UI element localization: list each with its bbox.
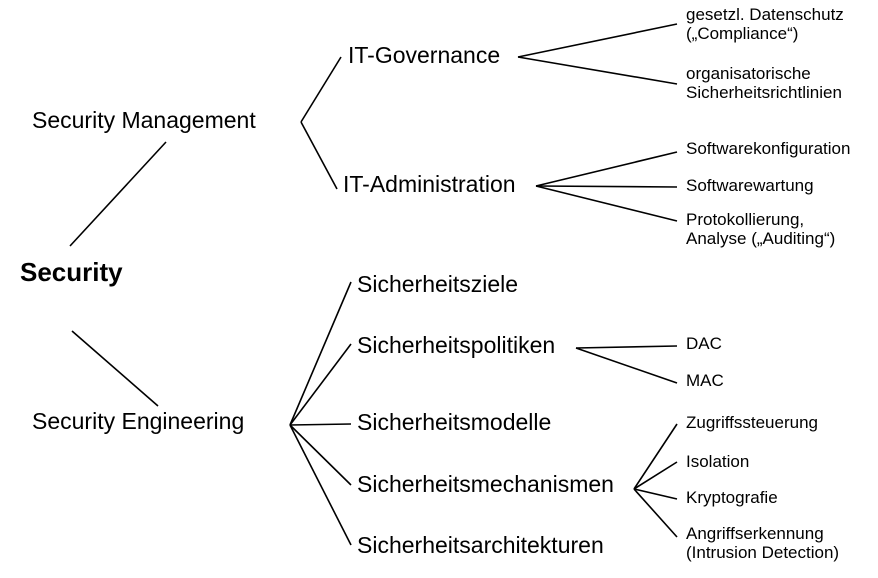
leaf-node-dac: DAC — [686, 334, 722, 353]
leaf-node-softwarekonfiguration: Softwarekonfiguration — [686, 139, 851, 158]
level2-node-it-governance: IT-Governance — [348, 42, 501, 68]
edge-sp-hub-to-dac — [575, 345, 678, 349]
leaf-node-mac: MAC — [686, 371, 724, 390]
leaf-node-angriffserkennung: Angriffserkennung(Intrusion Detection) — [686, 524, 839, 562]
leaf-node-protokollierung-analyse-line-1: Protokollierung, — [686, 210, 805, 229]
edge-sme-hub-to-angriffserkennung — [633, 488, 678, 538]
edge-se-hub-to-sicherheitsarchitekturen — [289, 424, 352, 546]
edge-sm-hub-to-it-governance — [300, 56, 342, 123]
edge-se-hub-to-sicherheitsmechanismen — [289, 424, 352, 486]
edge-sme-hub-to-isolation — [633, 461, 678, 490]
edge-root-to-security-management — [69, 141, 167, 247]
leaf-node-angriffserkennung-line-2: (Intrusion Detection) — [686, 543, 840, 563]
leaf-node-protokollierung-analyse-line-2: Analyse („Auditing“) — [686, 229, 836, 249]
leaf-node-organisatorische-sicherheitsrichtlinien-line-2: Sicherheitsrichtlinien — [686, 83, 842, 103]
edge-sme-hub-to-zugriffssteuerung — [633, 423, 678, 490]
edge-ita-hub-to-protokollierung — [535, 185, 678, 222]
leaf-node-kryptografie: Kryptografie — [686, 488, 778, 507]
level2-node-sicherheitsziele: Sicherheitsziele — [357, 271, 519, 297]
level1-node-security-engineering: Security Engineering — [32, 408, 245, 434]
edge-sme-hub-to-kryptografie — [633, 488, 678, 500]
leaf-node-softwarewartung: Softwarewartung — [686, 176, 814, 195]
edge-itg-hub-to-datenschutz — [517, 23, 678, 58]
level2-node-it-administration: IT-Administration — [343, 171, 516, 197]
leaf-node-isolation: Isolation — [686, 452, 750, 471]
leaf-node-angriffserkennung-line-1: Angriffserkennung — [686, 524, 824, 543]
level2-node-sicherheitsmechanismen: Sicherheitsmechanismen — [357, 471, 614, 497]
level2-node-sicherheitsmodelle: Sicherheitsmodelle — [357, 409, 552, 435]
leaf-node-gesetzl-datenschutz: gesetzl. Datenschutz(„Compliance“) — [686, 5, 844, 43]
leaf-node-gesetzl-datenschutz-line-2: („Compliance“) — [686, 24, 799, 44]
leaf-node-organisatorische-sicherheitsrichtlinien-line-1: organisatorische — [686, 64, 811, 83]
level2-node-sicherheitsarchitekturen: Sicherheitsarchitekturen — [357, 532, 604, 558]
edge-group — [69, 23, 678, 546]
level1-node-security-management: Security Management — [32, 107, 256, 133]
edge-ita-hub-to-softwarekonfiguration — [535, 151, 678, 187]
edge-ita-hub-to-softwarewartung — [535, 185, 678, 188]
edge-sp-hub-to-mac — [575, 347, 678, 384]
edge-se-hub-to-sicherheitsziele — [289, 281, 352, 426]
edge-sm-hub-to-it-administration — [300, 121, 338, 190]
edge-se-hub-to-sicherheitspolitiken — [289, 343, 352, 426]
edge-itg-hub-to-richtlinien — [517, 56, 678, 85]
leaf-node-gesetzl-datenschutz-line-1: gesetzl. Datenschutz — [686, 5, 844, 24]
edge-root-to-security-engineering — [71, 330, 159, 407]
root-node-security: Security — [20, 257, 123, 287]
leaf-node-protokollierung-analyse: Protokollierung,Analyse („Auditing“) — [686, 210, 835, 248]
level2-node-sicherheitspolitiken: Sicherheitspolitiken — [357, 332, 556, 358]
leaf-node-zugriffssteuerung: Zugriffssteuerung — [686, 413, 818, 432]
edge-se-hub-to-sicherheitsmodelle — [289, 423, 352, 426]
